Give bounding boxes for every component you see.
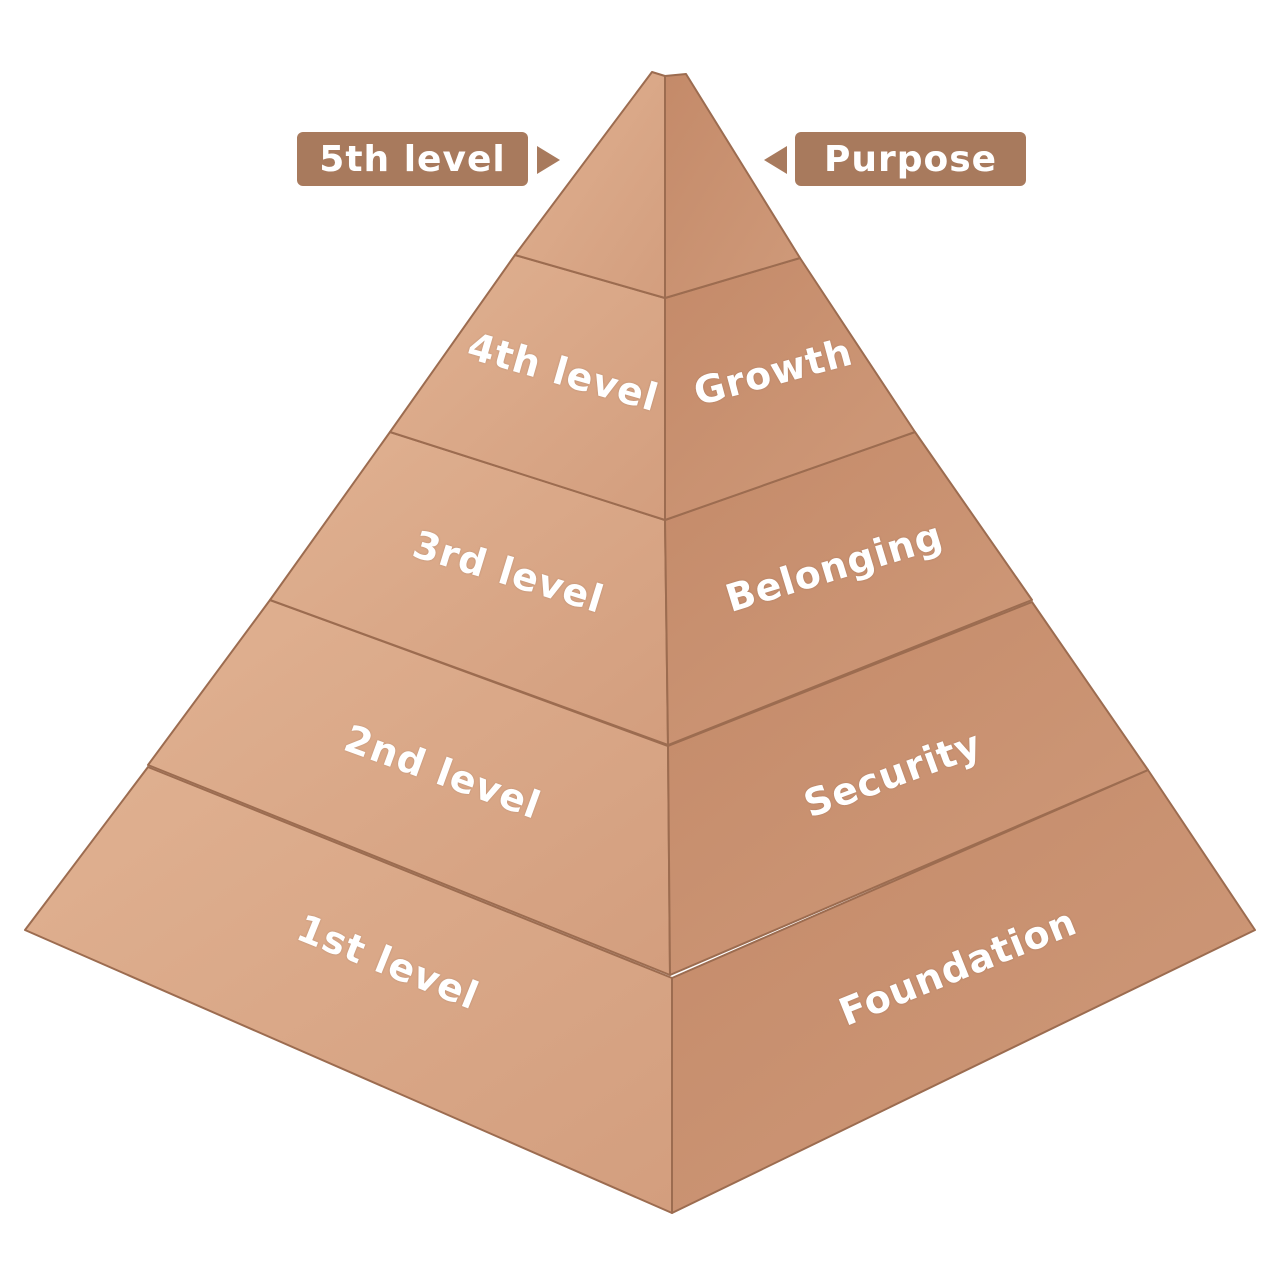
tip-right-face [664,73,801,299]
tier2-right-face [667,601,1149,976]
arrow-right-icon [537,146,560,174]
tier1-right-face [671,769,1256,1214]
arrow-left-icon [764,146,787,174]
tag-purpose: Purpose [795,132,1026,186]
tag-5th-level: 5th level [297,132,528,186]
